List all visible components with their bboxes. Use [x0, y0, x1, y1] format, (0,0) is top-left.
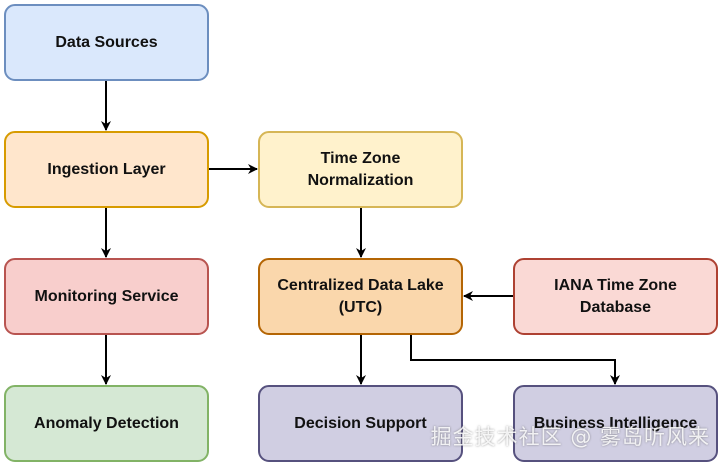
- node-label: Data Sources: [55, 33, 158, 51]
- node-data-sources[interactable]: Data Sources: [4, 4, 209, 81]
- node-label: Anomaly Detection: [34, 414, 179, 432]
- node-monitoring-service[interactable]: Monitoring Service: [4, 258, 209, 335]
- node-label: Decision Support: [294, 414, 427, 432]
- node-label: IANA Time Zone Database: [554, 276, 677, 316]
- node-data-lake[interactable]: Centralized Data Lake (UTC): [258, 258, 463, 335]
- node-decision-support[interactable]: Decision Support: [258, 385, 463, 462]
- node-label: Ingestion Layer: [47, 160, 166, 178]
- edge-data-lake-to-business-intelligence: [410, 335, 620, 385]
- node-ingestion-layer[interactable]: Ingestion Layer: [4, 131, 209, 208]
- node-label: Centralized Data Lake (UTC): [277, 276, 444, 316]
- node-anomaly-detection[interactable]: Anomaly Detection: [4, 385, 209, 462]
- node-label: Time Zone Normalization: [307, 149, 414, 189]
- node-business-intelligence[interactable]: Business Intelligence: [513, 385, 718, 462]
- watermark: 掘金技术社区 @ 雾岛听风来: [430, 425, 710, 449]
- node-tz-normalization[interactable]: Time Zone Normalization: [258, 131, 463, 208]
- node-iana-db[interactable]: IANA Time Zone Database: [513, 258, 718, 335]
- node-label: Business Intelligence: [533, 414, 698, 432]
- node-label: Monitoring Service: [34, 287, 179, 305]
